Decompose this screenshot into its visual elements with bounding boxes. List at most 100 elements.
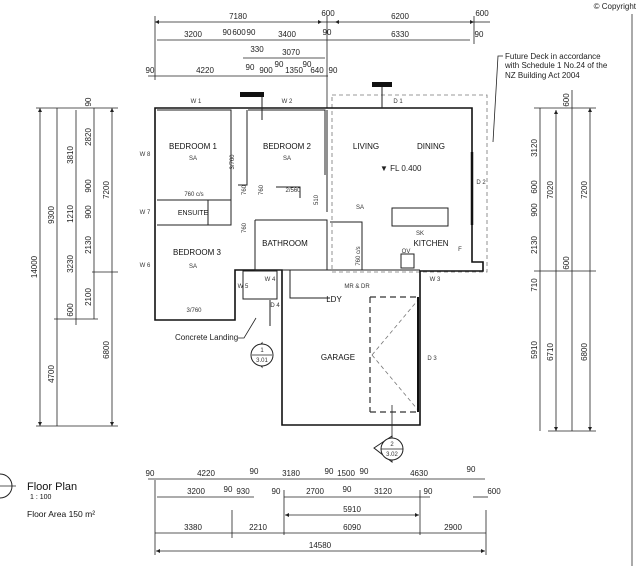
dim-bottom-r1: 1500 bbox=[337, 469, 355, 478]
window-label: W 2 bbox=[282, 99, 293, 105]
deck-note-line: NZ Building Act 2004 bbox=[505, 71, 580, 80]
dim-top-r2: 90 bbox=[223, 28, 232, 37]
sink-label: SK bbox=[416, 231, 424, 237]
section-marker-2[interactable]: 2 3.02 bbox=[373, 405, 404, 464]
window-label: W 3 bbox=[430, 277, 441, 283]
dim-left: 2820 bbox=[84, 128, 93, 146]
dim-top-r2: 600 bbox=[232, 28, 246, 37]
floor-level: ▼ FL 0.400 bbox=[380, 164, 422, 173]
dim-right: 7200 bbox=[580, 181, 589, 199]
dim-bottom-r1: 90 bbox=[360, 467, 369, 476]
smoke-alarm: SA bbox=[356, 205, 364, 211]
dim-top-1: 7180 bbox=[229, 12, 247, 21]
dim-bottom-r4: 3380 bbox=[184, 523, 202, 532]
dim-bottom-r2: 90 bbox=[272, 487, 281, 496]
oven-label: OV bbox=[402, 249, 411, 255]
room-laundry: LDY bbox=[326, 295, 342, 304]
door-size-label: 760 c/s bbox=[184, 192, 203, 198]
dim-bottom-r2: 600 bbox=[487, 487, 501, 496]
dim-right: 7020 bbox=[546, 181, 555, 199]
dim-top-r4: 4220 bbox=[196, 66, 214, 75]
dim-bottom-overall: 14580 bbox=[309, 541, 332, 550]
dim-bottom-r1: 90 bbox=[146, 469, 155, 478]
dim-bottom-r4: 6090 bbox=[343, 523, 361, 532]
door-size-label: 760 bbox=[242, 184, 248, 195]
room-bedroom-1: BEDROOM 1 bbox=[169, 142, 218, 151]
dim-top-r2: 90 bbox=[323, 28, 332, 37]
window-label: W 5 bbox=[238, 284, 249, 290]
smoke-alarm: SA bbox=[189, 264, 197, 270]
concrete-landing-note: Concrete Landing bbox=[175, 333, 238, 342]
window-label: W 1 bbox=[191, 99, 202, 105]
dim-top-r4: 90 bbox=[303, 60, 312, 69]
dim-left: 6800 bbox=[102, 341, 111, 359]
dim-bottom-r1: 4220 bbox=[197, 469, 215, 478]
dim-left: 2130 bbox=[84, 236, 93, 254]
dim-top-r2: 90 bbox=[475, 30, 484, 39]
section-marker-1[interactable]: 1 3.01 bbox=[250, 341, 274, 369]
dim-bottom-r2: 3120 bbox=[374, 487, 392, 496]
dim-left: 9300 bbox=[47, 206, 56, 224]
door-size-label: 760 c/s bbox=[356, 246, 362, 265]
dim-left: 3810 bbox=[66, 146, 75, 164]
room-dining: DINING bbox=[417, 142, 445, 151]
door-size-label: 510 bbox=[314, 194, 320, 205]
dim-left: 1210 bbox=[66, 205, 75, 223]
smoke-alarm: SA bbox=[189, 156, 197, 162]
room-bedroom-2: BEDROOM 2 bbox=[263, 142, 312, 151]
door-label: D 3 bbox=[427, 356, 437, 362]
room-living: LIVING bbox=[353, 142, 379, 151]
window-label: W 6 bbox=[140, 263, 151, 269]
dim-bottom-r2: 90 bbox=[224, 485, 233, 494]
dim-left: 900 bbox=[84, 179, 93, 193]
dim-right: 6800 bbox=[580, 343, 589, 361]
dim-bottom-r4: 2210 bbox=[249, 523, 267, 532]
dim-right: 710 bbox=[530, 278, 539, 292]
dim-bottom-r1: 90 bbox=[250, 467, 259, 476]
dim-top-r2: 3400 bbox=[278, 30, 296, 39]
door-label: D 1 bbox=[393, 99, 403, 105]
dim-top-r4: 90 bbox=[246, 63, 255, 72]
fitting-labels: 3/760 2/560 3/760 760 c/s 760 760 760 51… bbox=[184, 154, 462, 314]
right-dimensions: 3120 600 900 2130 710 5910 7020 6710 600… bbox=[530, 90, 596, 432]
dim-top-r4: 1350 bbox=[285, 66, 303, 75]
title-block: Floor Plan 1 : 100 Floor Area 150 m² bbox=[0, 473, 95, 519]
dim-right: 3120 bbox=[530, 139, 539, 157]
dim-bottom-r1: 4630 bbox=[410, 469, 428, 478]
dim-top-r3: 330 bbox=[250, 45, 264, 54]
section-sheet: 3.01 bbox=[256, 358, 268, 364]
section-sheet: 3.02 bbox=[386, 452, 398, 458]
dim-left: 600 bbox=[66, 303, 75, 317]
dim-bottom-r2: 930 bbox=[236, 487, 250, 496]
floor-area: Floor Area 150 m² bbox=[27, 509, 95, 519]
dim-left-overall: 14000 bbox=[30, 255, 39, 278]
dim-top-r4: 90 bbox=[146, 66, 155, 75]
dim-bottom-r4: 2900 bbox=[444, 523, 462, 532]
copyright-text: © Copyright bbox=[594, 2, 637, 11]
dim-left: 3230 bbox=[66, 255, 75, 273]
window-label: W 8 bbox=[140, 152, 151, 158]
dim-bottom-r2: 90 bbox=[343, 485, 352, 494]
door-size-label: 760 bbox=[259, 184, 265, 195]
dim-bottom-r2: 90 bbox=[424, 487, 433, 496]
wardrobe-label: 3/760 bbox=[230, 154, 236, 170]
dim-bottom-r1: 90 bbox=[325, 467, 334, 476]
deck-note-line: with Schedule 1 No.24 of the bbox=[504, 61, 608, 70]
top-dimensions: 7180 600 6200 600 3200 90 600 90 3400 90… bbox=[146, 9, 490, 108]
dim-top-3: 6200 bbox=[391, 12, 409, 21]
dim-right: 2130 bbox=[530, 236, 539, 254]
dim-bottom-r2: 2700 bbox=[306, 487, 324, 496]
room-labels: BEDROOM 1 SA BEDROOM 2 SA LIVING DINING … bbox=[169, 142, 449, 362]
dim-bottom-r1: 3180 bbox=[282, 469, 300, 478]
dim-top-2: 600 bbox=[321, 9, 335, 18]
dim-right: 6710 bbox=[546, 343, 555, 361]
room-bathroom: BATHROOM bbox=[262, 239, 308, 248]
window-label: W 4 bbox=[265, 277, 276, 283]
dim-top-r4: 900 bbox=[259, 66, 273, 75]
plan-scale: 1 : 100 bbox=[30, 494, 52, 501]
dim-left: 4700 bbox=[47, 365, 56, 383]
building-plan bbox=[154, 82, 484, 426]
opening-labels: W 1 W 2 W 3 W 4 W 5 W 6 W 7 W 8 D 1 D 2 … bbox=[140, 99, 487, 362]
future-deck-note: Future Deck in accordance with Schedule … bbox=[331, 52, 608, 273]
dim-top-r2: 6330 bbox=[391, 30, 409, 39]
